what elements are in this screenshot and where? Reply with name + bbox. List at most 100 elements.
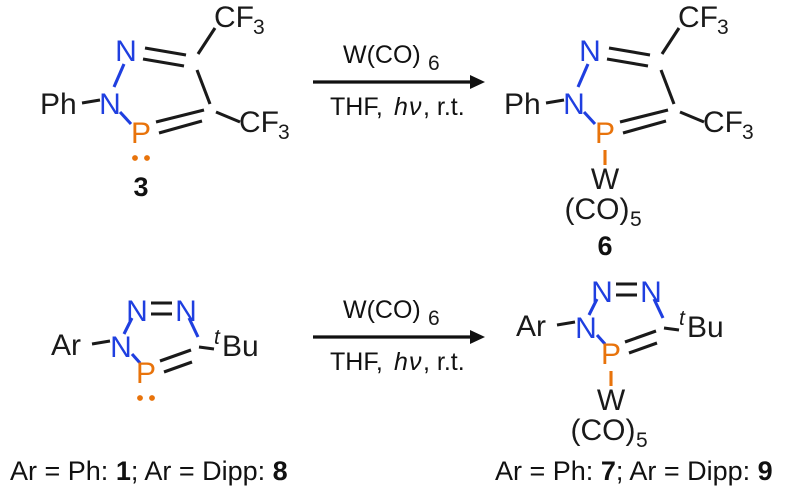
substituent-b2-tbu-prefix: t	[679, 307, 686, 330]
bond-b1-n4-c5	[187, 317, 200, 338]
bond-p6-n2-p1	[582, 110, 597, 126]
compound-label-6: 6	[597, 231, 612, 261]
caption-reactant-bottom: Ar = Ph: 1; Ar = Dipp: 8	[10, 456, 288, 486]
bond-b2-n4-c5	[652, 298, 665, 319]
atom-label-b1-p1: P	[136, 357, 156, 390]
bond-p6-n3-n2	[576, 63, 590, 88]
substituent-p6-co: (CO)	[565, 193, 630, 226]
caption-product-bottom: Ar = Ph: 7; Ar = Dipp: 9	[495, 456, 773, 486]
condition-below-top-nu: ν	[409, 93, 422, 121]
substituent-b1-tbu-prefix: t	[214, 326, 221, 349]
substituent-cf3-right-subscript: 3	[278, 121, 290, 144]
caption-product-part-2: ; Ar = Dipp:	[616, 456, 758, 486]
reaction-arrow-bottom: W(CO) 6 THF, h ν , r.t.	[313, 296, 485, 376]
atom-label-p6-n2: N	[563, 88, 585, 121]
structure-compound-1-8: N N N P Ar t Bu Ar = Ph: 1; Ar = Dipp: 8	[10, 295, 288, 486]
substituent-p6-cf3-top: CF	[678, 1, 718, 34]
condition-above-top-subscript: 6	[428, 52, 440, 75]
lone-pair-dot-right	[144, 155, 150, 161]
substituent-p6-cf3-right-subscript: 3	[742, 121, 754, 144]
atom-label-b1-n4: N	[175, 295, 197, 328]
substituent-cf3-right: CF	[239, 106, 279, 139]
bond-p1-c5-a	[155, 108, 205, 124]
substituent-p6-co-subscript: 5	[630, 208, 642, 231]
substituent-cf3-top-subscript: 3	[253, 16, 265, 39]
caption-reactant-compound-8: 8	[273, 456, 288, 486]
bond-p6-c4-c5	[659, 69, 676, 105]
atom-label-b2-n3: N	[591, 276, 613, 309]
substituent-ph: Ph	[40, 88, 77, 121]
reaction-arrow-top: W(CO) 6 THF, h ν , r.t.	[313, 41, 485, 121]
bond-b2-ar-n2	[556, 320, 576, 327]
bond-b2-c5-tbu	[663, 326, 680, 332]
substituent-b2-co: (CO)	[571, 414, 636, 447]
condition-below-bottom-h: h	[394, 348, 408, 376]
bond-b2-p1-c5-a	[624, 329, 657, 344]
bond-p6-p1-c5-b	[622, 119, 667, 135]
atom-label-p6-w: W	[591, 163, 620, 196]
condition-below-bottom-post: , r.t.	[423, 348, 465, 376]
bond-b2-n2-p1	[595, 333, 607, 346]
atom-label-p1: P	[131, 117, 151, 150]
bond-n3-c4-b	[142, 57, 185, 68]
atom-label-b2-w: W	[597, 384, 626, 417]
bond-b1-n2-p1	[130, 352, 142, 365]
caption-reactant-part-1: Ar = Ph:	[10, 456, 116, 486]
compound-label-3: 3	[133, 172, 148, 202]
substituent-b2-co-subscript: 5	[636, 429, 648, 452]
bond-ph-n2	[81, 98, 101, 105]
condition-below-top-pre: THF,	[330, 93, 383, 121]
bond-b1-ar-n2	[91, 339, 111, 346]
bond-b2-n3-n2	[587, 298, 599, 316]
arrow-head-bottom	[470, 330, 485, 344]
caption-product-compound-9: 9	[758, 456, 773, 486]
structure-compound-7-9: N N N P W (CO) 5 Ar t Bu Ar = Ph: 7; Ar …	[495, 276, 773, 486]
lone-pair-dot-b1-left	[137, 395, 143, 401]
bond-n3-c4-a	[144, 46, 187, 57]
condition-above-top: W(CO)	[343, 41, 421, 69]
substituent-b2-tbu: Bu	[687, 311, 724, 344]
substituent-p6-cf3-right: CF	[703, 106, 743, 139]
condition-below-top-h: h	[394, 93, 408, 121]
substituent-cf3-top: CF	[214, 1, 254, 34]
bond-c4-cf3	[196, 27, 217, 55]
caption-product-part-1: Ar = Ph:	[495, 456, 601, 486]
bond-p6-n3-c4-a	[608, 46, 651, 57]
bond-b1-p1-c5-a	[159, 348, 192, 363]
atom-label-b2-n2: N	[575, 312, 597, 345]
atom-label-b2-p1: P	[601, 338, 621, 371]
bond-b1-p1-c5-b	[163, 360, 193, 374]
condition-below-top-post: , r.t.	[423, 93, 465, 121]
bond-n2-p1	[118, 110, 133, 126]
atom-label-n3: N	[115, 35, 137, 68]
atom-label-p6-n3: N	[579, 35, 601, 68]
arrow-head-top	[470, 75, 485, 89]
bond-b2-p1-c5-b	[628, 341, 658, 355]
substituent-b1-tbu: Bu	[222, 330, 259, 363]
bond-p1-c5-b	[158, 119, 203, 135]
bond-p6-c4-cf3	[660, 27, 681, 55]
condition-above-bottom: W(CO)	[343, 296, 421, 324]
caption-product-compound-7: 7	[601, 456, 616, 486]
bond-p6-p1-c5-a	[619, 108, 669, 124]
substituent-p6-cf3-top-subscript: 3	[717, 16, 729, 39]
atom-label-b1-n2: N	[110, 331, 132, 364]
bond-b1-n3-n2	[122, 317, 134, 335]
caption-reactant-compound-1: 1	[116, 456, 131, 486]
bond-n3-n2	[112, 63, 126, 88]
atom-label-n2: N	[99, 88, 121, 121]
atom-label-b1-n3: N	[126, 295, 148, 328]
bond-p6-c5-cf3	[679, 110, 705, 124]
lone-pair-dot-b1-right	[149, 395, 155, 401]
substituent-p6-ph: Ph	[504, 88, 541, 121]
condition-below-bottom-nu: ν	[409, 348, 422, 376]
substituent-b2-ar: Ar	[516, 310, 546, 343]
structure-compound-3: N N P Ph CF 3 CF 3 3	[40, 1, 290, 202]
bond-p6-n3-c4-b	[606, 57, 649, 68]
structure-compound-6: N N P W (CO) 5 Ph CF 3 CF 3 6	[504, 1, 754, 261]
bond-c5-cf3	[215, 110, 241, 124]
substituent-b1-ar: Ar	[51, 329, 81, 362]
condition-below-bottom-pre: THF,	[330, 348, 383, 376]
